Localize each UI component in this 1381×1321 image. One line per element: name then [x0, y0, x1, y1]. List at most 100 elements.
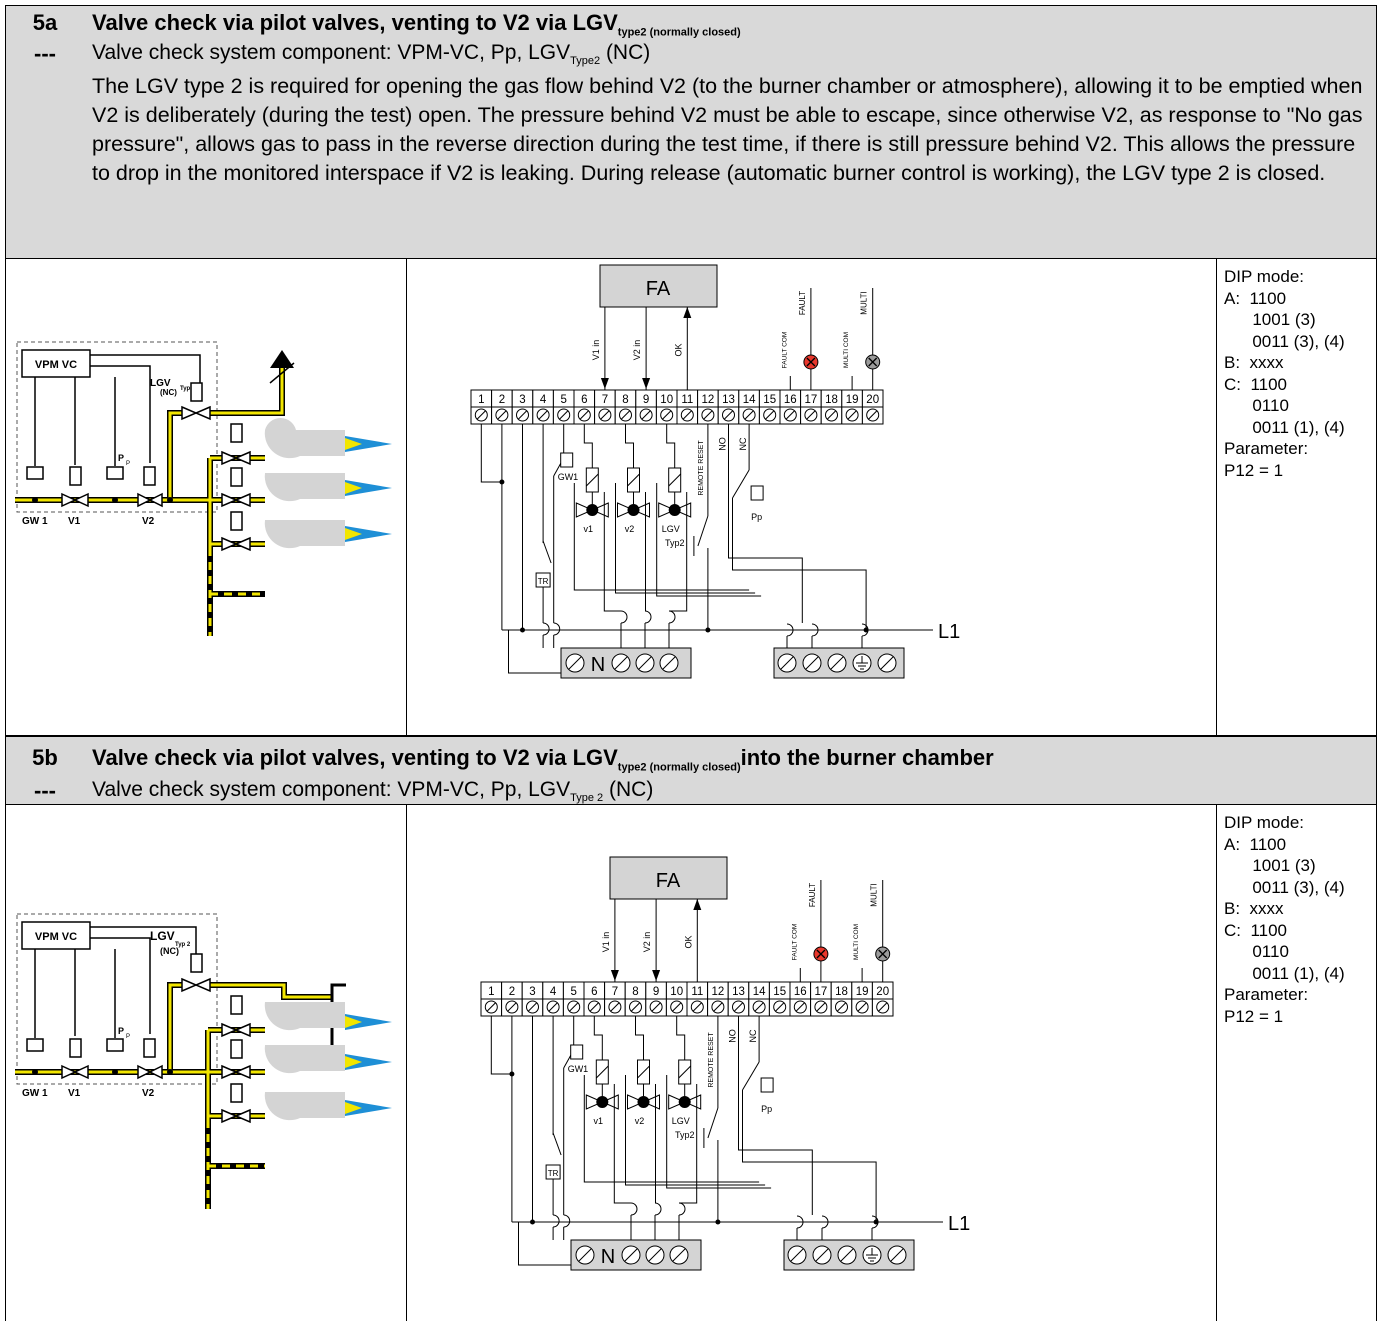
terminal-number: 6 — [591, 986, 597, 998]
terminal-screw-slot — [518, 410, 527, 420]
terminal-screw-slot — [559, 410, 569, 420]
terminal-screw-slot — [651, 1002, 661, 1012]
pp-box — [750, 485, 764, 501]
section-title: Valve check via pilot valves, venting to… — [84, 5, 1377, 39]
lgv-valve-dot — [678, 1096, 691, 1108]
neutral-label: N — [591, 654, 605, 676]
lgv-valve-dot — [668, 504, 681, 516]
wire-v2 — [635, 1016, 644, 1060]
block-screw-slot — [840, 1248, 854, 1262]
terminal-number: 3 — [529, 986, 535, 998]
terminal-screw-slot — [610, 1002, 620, 1012]
wire — [613, 1084, 631, 1204]
lgv-nc-label: (NC) — [160, 388, 177, 397]
tr-label: TR — [548, 1169, 559, 1178]
terminal-number: 15 — [773, 986, 786, 998]
section-code: 5b — [5, 736, 85, 777]
terminal-number: 12 — [702, 394, 715, 406]
terminal-screw-slot — [765, 410, 775, 420]
v2-coil-slash — [627, 473, 640, 487]
terminal-screw-slot — [878, 1002, 888, 1012]
fault-label: FAULT — [798, 291, 807, 315]
block-screw-slot — [662, 656, 676, 670]
hydraulic-cell — [5, 804, 407, 1321]
v1-valve-dot — [586, 504, 599, 516]
junction-dot — [530, 1219, 535, 1225]
wire-crossover — [861, 623, 869, 637]
terminal-screw-slot — [528, 1002, 537, 1012]
wire-crossover — [553, 622, 561, 636]
terminal-screw-slot — [785, 410, 795, 420]
component-sub: Type2 — [570, 55, 601, 68]
lgv-label: LGV — [672, 1116, 690, 1126]
wire-crossover — [543, 622, 550, 636]
terminal-number: 11 — [691, 986, 703, 998]
vpm-label: VPM VC — [35, 931, 77, 943]
title-tail: into the burner chamber — [740, 745, 994, 770]
wire-crossover — [668, 610, 676, 624]
terminal-screw-slot — [579, 410, 589, 420]
p-label: P — [118, 453, 124, 463]
l1-label: L1 — [938, 621, 960, 643]
block-screw-slot — [815, 1248, 829, 1262]
terminal-screw-slot — [589, 1002, 599, 1012]
multi_com-label: MULTI COM — [843, 332, 850, 368]
terminal-number: 19 — [846, 394, 859, 406]
wire-crossover — [811, 623, 819, 637]
wiring-cell — [406, 804, 1217, 1321]
junction-dot — [863, 627, 869, 633]
lgv-coil-slash — [678, 1065, 692, 1079]
multi-lamp-cross — [868, 357, 878, 367]
p-sub-label: P — [126, 461, 130, 467]
wire — [655, 1084, 656, 1204]
terminal-screw-slot — [724, 410, 733, 420]
lgv-nc-label: (NC) — [160, 946, 179, 956]
lgv-typ2-label: Typ2 — [675, 1130, 695, 1140]
wire — [645, 492, 646, 612]
return-wire — [615, 483, 756, 594]
terminal-number: 11 — [681, 394, 693, 406]
terminal-screw-slot — [621, 410, 630, 420]
nc-label: NC — [738, 437, 748, 450]
terminal-number: 4 — [550, 986, 557, 998]
terminal-screw-slot — [486, 1002, 496, 1012]
wire-n — [518, 1222, 571, 1266]
block-screw-slot — [672, 1248, 686, 1262]
fa-label: FA — [656, 870, 681, 892]
wire-t1 — [490, 1016, 512, 1075]
terminal-screw-slot — [806, 410, 816, 420]
title-sub: type2 (normally closed) — [617, 26, 741, 39]
p-sub-label: P — [126, 1034, 130, 1040]
tr-switch — [542, 540, 552, 564]
component-line: Valve check system component: VPM-VC, Pp… — [84, 38, 1377, 69]
return-wire — [573, 483, 750, 591]
title-main: Valve check via pilot valves, venting to… — [92, 745, 618, 770]
pp-label: Pp — [761, 1104, 772, 1114]
arrow-up — [693, 899, 702, 910]
terminal-number: 8 — [632, 986, 638, 998]
terminal-screw-slot — [631, 1002, 640, 1012]
multi-lamp-cross — [878, 949, 888, 959]
lgv-typ-label: Typ 2 — [180, 386, 196, 392]
wire-v2 — [625, 424, 634, 468]
wire-lgv — [666, 424, 676, 468]
terminal-number: 9 — [653, 986, 659, 998]
component-prefix: Valve check system component: VPM-VC, Pp… — [92, 778, 571, 801]
wire-v1 — [583, 424, 593, 468]
return-wire — [656, 483, 762, 597]
pp-switch — [732, 469, 750, 499]
v2-label: V2 — [142, 516, 155, 527]
reset-switch — [697, 515, 709, 547]
terminal-number: 10 — [660, 394, 673, 406]
wire-crossover — [786, 623, 794, 637]
no-label: NO — [728, 1029, 738, 1043]
terminal-number: 7 — [602, 394, 608, 406]
tr-switch — [552, 1132, 562, 1156]
terminal-screw-slot — [662, 410, 672, 420]
lgv-label: LGV — [150, 378, 171, 389]
v2-label: v2 — [635, 1116, 645, 1126]
section-dash: --- — [5, 38, 85, 69]
